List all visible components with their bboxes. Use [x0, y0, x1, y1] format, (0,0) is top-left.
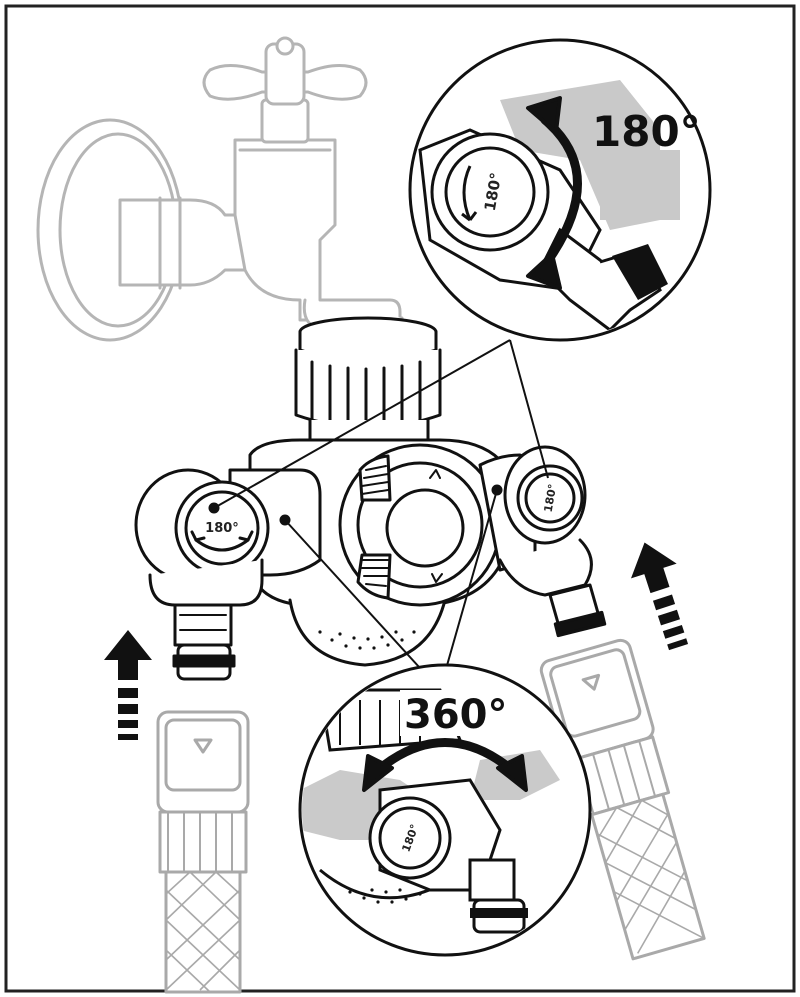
left-outlet-body [173, 603, 233, 647]
push-arrow-left [104, 630, 152, 740]
dial-grip-bottom-ribs [361, 559, 389, 587]
hose-right-tube [590, 792, 706, 961]
hose-left-coupler-face [164, 718, 242, 792]
left-valve-mark: 180° [205, 521, 239, 536]
rotation-arrow-bottom-head-left [362, 754, 394, 792]
handle-cap [275, 36, 295, 56]
right-outlet-oring [553, 610, 607, 638]
bottom-body-ribs [339, 700, 421, 745]
callout-bottom: 180° 360° [298, 663, 592, 957]
zoom-outlet-oring [612, 244, 668, 300]
zoom-valve-arc [462, 165, 472, 221]
selector-dial-knob [385, 488, 465, 568]
rotation-label-360: 360° [404, 692, 508, 738]
rotation-arrow-top-head-down [526, 252, 562, 290]
leader-lines [213, 339, 549, 691]
hose-right [539, 638, 706, 961]
hose-right-coupler-arrow [581, 673, 601, 691]
right-valve-face [524, 472, 576, 524]
rotation-arrow-top [540, 115, 582, 270]
bottom-outlet-body [468, 858, 516, 902]
left-valve-arrow-arc [194, 538, 250, 552]
bottom-valve-face [378, 806, 442, 870]
rotation-label-180: 180° [592, 107, 701, 156]
tap-body [233, 138, 402, 322]
push-arrow-right [630, 542, 689, 651]
handle-stem [260, 98, 310, 144]
bottom-outlet-oring [470, 908, 528, 918]
callout-top: 180° 180° [408, 38, 712, 342]
right-valve-mark: 180° [542, 483, 560, 513]
left-outlet-grooves [179, 614, 227, 631]
hose-right-coupler-face [549, 648, 642, 738]
zoom-valve-arrow [461, 211, 478, 222]
hose-left-mesh [165, 871, 241, 993]
bottom-dome-holes [348, 888, 422, 904]
coupling-nut-body [294, 348, 442, 429]
rotation-arrow-top-head-up [526, 96, 562, 134]
rotation-arrow-bottom-head-right [496, 754, 528, 792]
hose-left [156, 710, 250, 994]
sprinkler-holes [318, 630, 416, 650]
left-outlet-collar [148, 558, 264, 607]
sprinkler-dome [288, 598, 447, 667]
rotated-outlet-silhouette [600, 150, 680, 220]
rotation-arrow-bottom [373, 738, 517, 775]
hose-left-nut-ribs [167, 812, 233, 872]
tap-illustration [36, 36, 404, 342]
callout-top-content: 180° [418, 80, 680, 332]
hose-left-tube [164, 870, 242, 994]
hose-left-coupler-arrow [193, 738, 213, 754]
nut-grip-ribs [310, 360, 422, 431]
tap-pipe-rings [158, 196, 182, 290]
left-valve-arrow-heads [190, 530, 254, 542]
left-outlet-oring [172, 654, 236, 668]
rotation-label-360-backdrop [400, 690, 500, 736]
dial-grip-top-ribs [361, 465, 389, 495]
hose-right-mesh [596, 799, 705, 954]
hose-left-nut [158, 810, 248, 874]
dial-marks [429, 469, 443, 583]
